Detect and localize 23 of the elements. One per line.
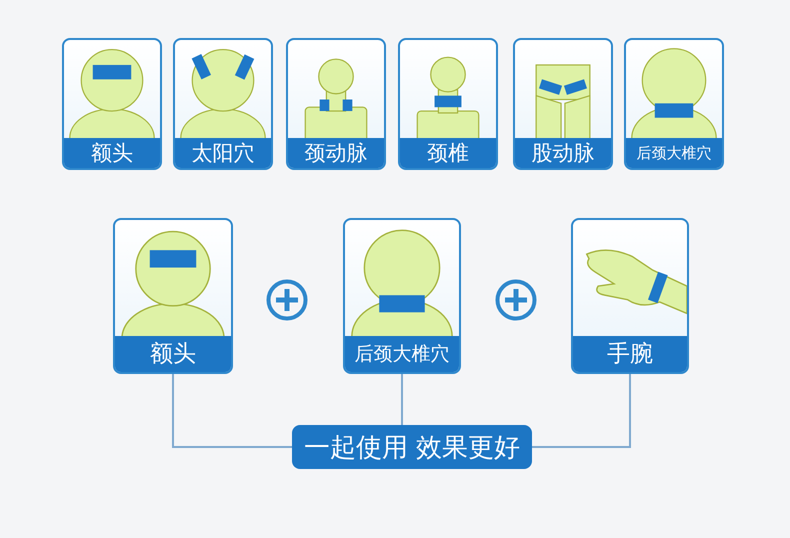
site-card (113, 218, 233, 374)
site-label: 颈椎 (400, 138, 496, 168)
site-card (571, 218, 689, 374)
site-label: 额头 (64, 138, 160, 168)
site-label: 后颈大椎穴 (626, 138, 722, 168)
site-label: 股动脉 (515, 138, 611, 168)
site-label: 太阳穴 (175, 138, 271, 168)
site-card (343, 218, 461, 374)
connector-line (401, 374, 403, 425)
connector-line (172, 374, 292, 448)
site-label: 后颈大椎穴 (345, 336, 459, 372)
site-card (624, 38, 724, 170)
site-card (398, 38, 498, 170)
connector-line (532, 374, 631, 448)
summary-banner (292, 425, 532, 469)
site-label: 颈动脉 (288, 138, 384, 168)
site-label: 手腕 (573, 336, 687, 372)
site-card (173, 38, 273, 170)
site-card (513, 38, 613, 170)
summary-text: 一起使用 效果更好 (302, 432, 522, 464)
site-card (286, 38, 386, 170)
site-label: 额头 (115, 336, 231, 372)
site-card (62, 38, 162, 170)
